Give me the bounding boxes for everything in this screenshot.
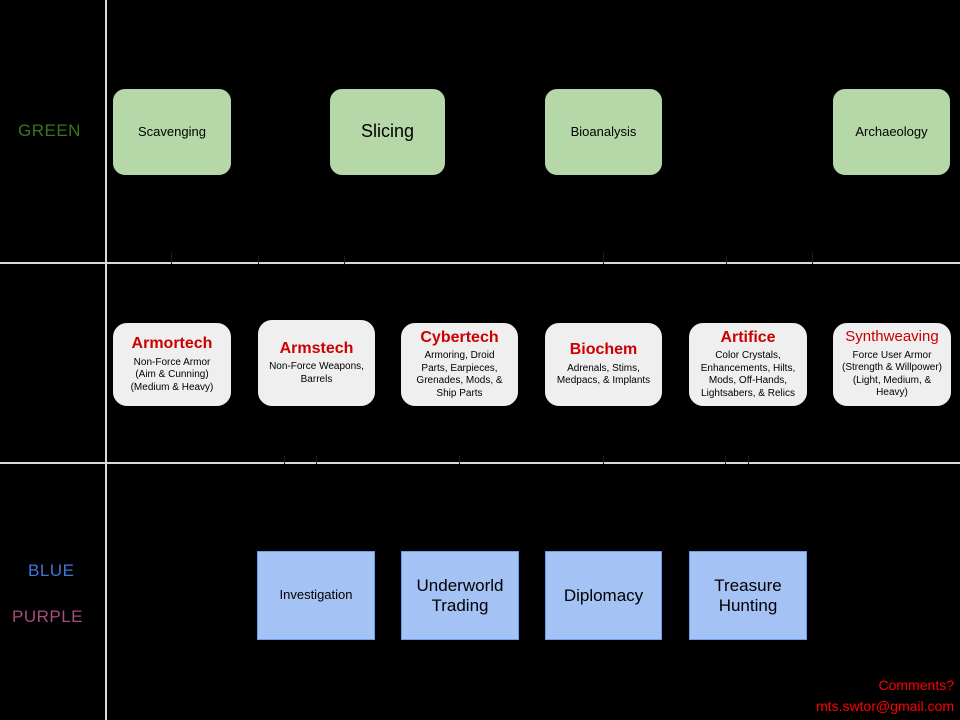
gathering-node-scavenging[interactable]: Scavenging: [113, 89, 231, 175]
node-title: Synthweaving: [845, 328, 939, 346]
node-title: Armortech: [131, 334, 213, 352]
crafting-node-armstech[interactable]: Armstech Non-Force Weapons, Barrels: [258, 320, 375, 406]
mission-node-investigation[interactable]: Investigation: [257, 551, 375, 640]
connector-tick-1: [171, 252, 172, 264]
horizontal-divider-gathering-crafting: [0, 262, 960, 264]
node-title: Archaeology: [855, 123, 928, 139]
connector-tick-4: [603, 252, 604, 264]
node-title: Underworld Trading: [416, 575, 504, 615]
connector-tick-9: [459, 455, 460, 465]
node-title: Treasure Hunting: [714, 575, 782, 615]
mission-node-treasure-hunting[interactable]: Treasure Hunting: [689, 551, 807, 640]
crafting-node-armortech[interactable]: Armortech Non-Force Armor (Aim & Cunning…: [113, 323, 231, 406]
node-title: Diplomacy: [563, 585, 644, 605]
tier-label-green: GREEN: [18, 121, 81, 140]
mission-node-underworld-trading[interactable]: Underworld Trading: [401, 551, 519, 640]
tier-label-blue: BLUE: [28, 561, 75, 580]
vertical-divider: [105, 0, 107, 720]
gathering-node-slicing[interactable]: Slicing: [330, 89, 445, 175]
node-description: Adrenals, Stims, Medpacs, & Implants: [556, 362, 651, 387]
connector-tick-5: [726, 256, 727, 265]
connector-tick-11: [725, 455, 726, 465]
connector-tick-3: [344, 256, 345, 265]
connector-tick-2: [258, 256, 259, 265]
gathering-node-bioanalysis[interactable]: Bioanalysis: [545, 89, 662, 175]
crafting-node-cybertech[interactable]: Cybertech Armoring, Droid Parts, Earpiec…: [401, 323, 518, 406]
node-title: Slicing: [360, 121, 415, 142]
connector-tick-10: [603, 455, 604, 465]
gathering-node-archaeology[interactable]: Archaeology: [833, 89, 950, 175]
footer-line-email[interactable]: mts.swtor@gmail.com: [816, 697, 954, 714]
connector-tick-8: [316, 455, 317, 465]
node-description: Force User Armor (Strength & Willpower) …: [841, 349, 943, 399]
crafting-node-artifice[interactable]: Artifice Color Crystals, Enhancements, H…: [689, 323, 807, 406]
mission-node-diplomacy[interactable]: Diplomacy: [545, 551, 662, 640]
connector-tick-7: [284, 455, 285, 465]
node-title: Cybertech: [420, 328, 499, 346]
tier-label-purple: PURPLE: [12, 607, 84, 626]
node-title: Bioanalysis: [570, 123, 637, 139]
node-description: Armoring, Droid Parts, Earpieces, Grenad…: [416, 350, 503, 399]
footer-line-comments: Comments?: [878, 677, 954, 694]
crafting-node-synthweaving[interactable]: Synthweaving Force User Armor (Strength …: [833, 323, 951, 406]
node-title: Biochem: [569, 341, 638, 359]
node-description: Color Crystals, Enhancements, Hilts, Mod…: [700, 350, 796, 399]
node-title: Armstech: [279, 339, 354, 357]
connector-tick-12: [748, 455, 749, 465]
footer-contact: Comments? mts.swtor@gmail.com: [816, 675, 954, 716]
crafting-node-biochem[interactable]: Biochem Adrenals, Stims, Medpacs, & Impl…: [545, 323, 662, 406]
node-title: Scavenging: [138, 123, 206, 139]
node-title: Artifice: [720, 328, 776, 346]
connector-tick-6: [812, 252, 813, 264]
node-description: Non-Force Armor (Aim & Cunning) (Medium …: [130, 356, 214, 393]
horizontal-divider-crafting-mission: [0, 462, 960, 464]
node-description: Non-Force Weapons, Barrels: [269, 361, 364, 385]
node-title: Investigation: [279, 587, 353, 603]
